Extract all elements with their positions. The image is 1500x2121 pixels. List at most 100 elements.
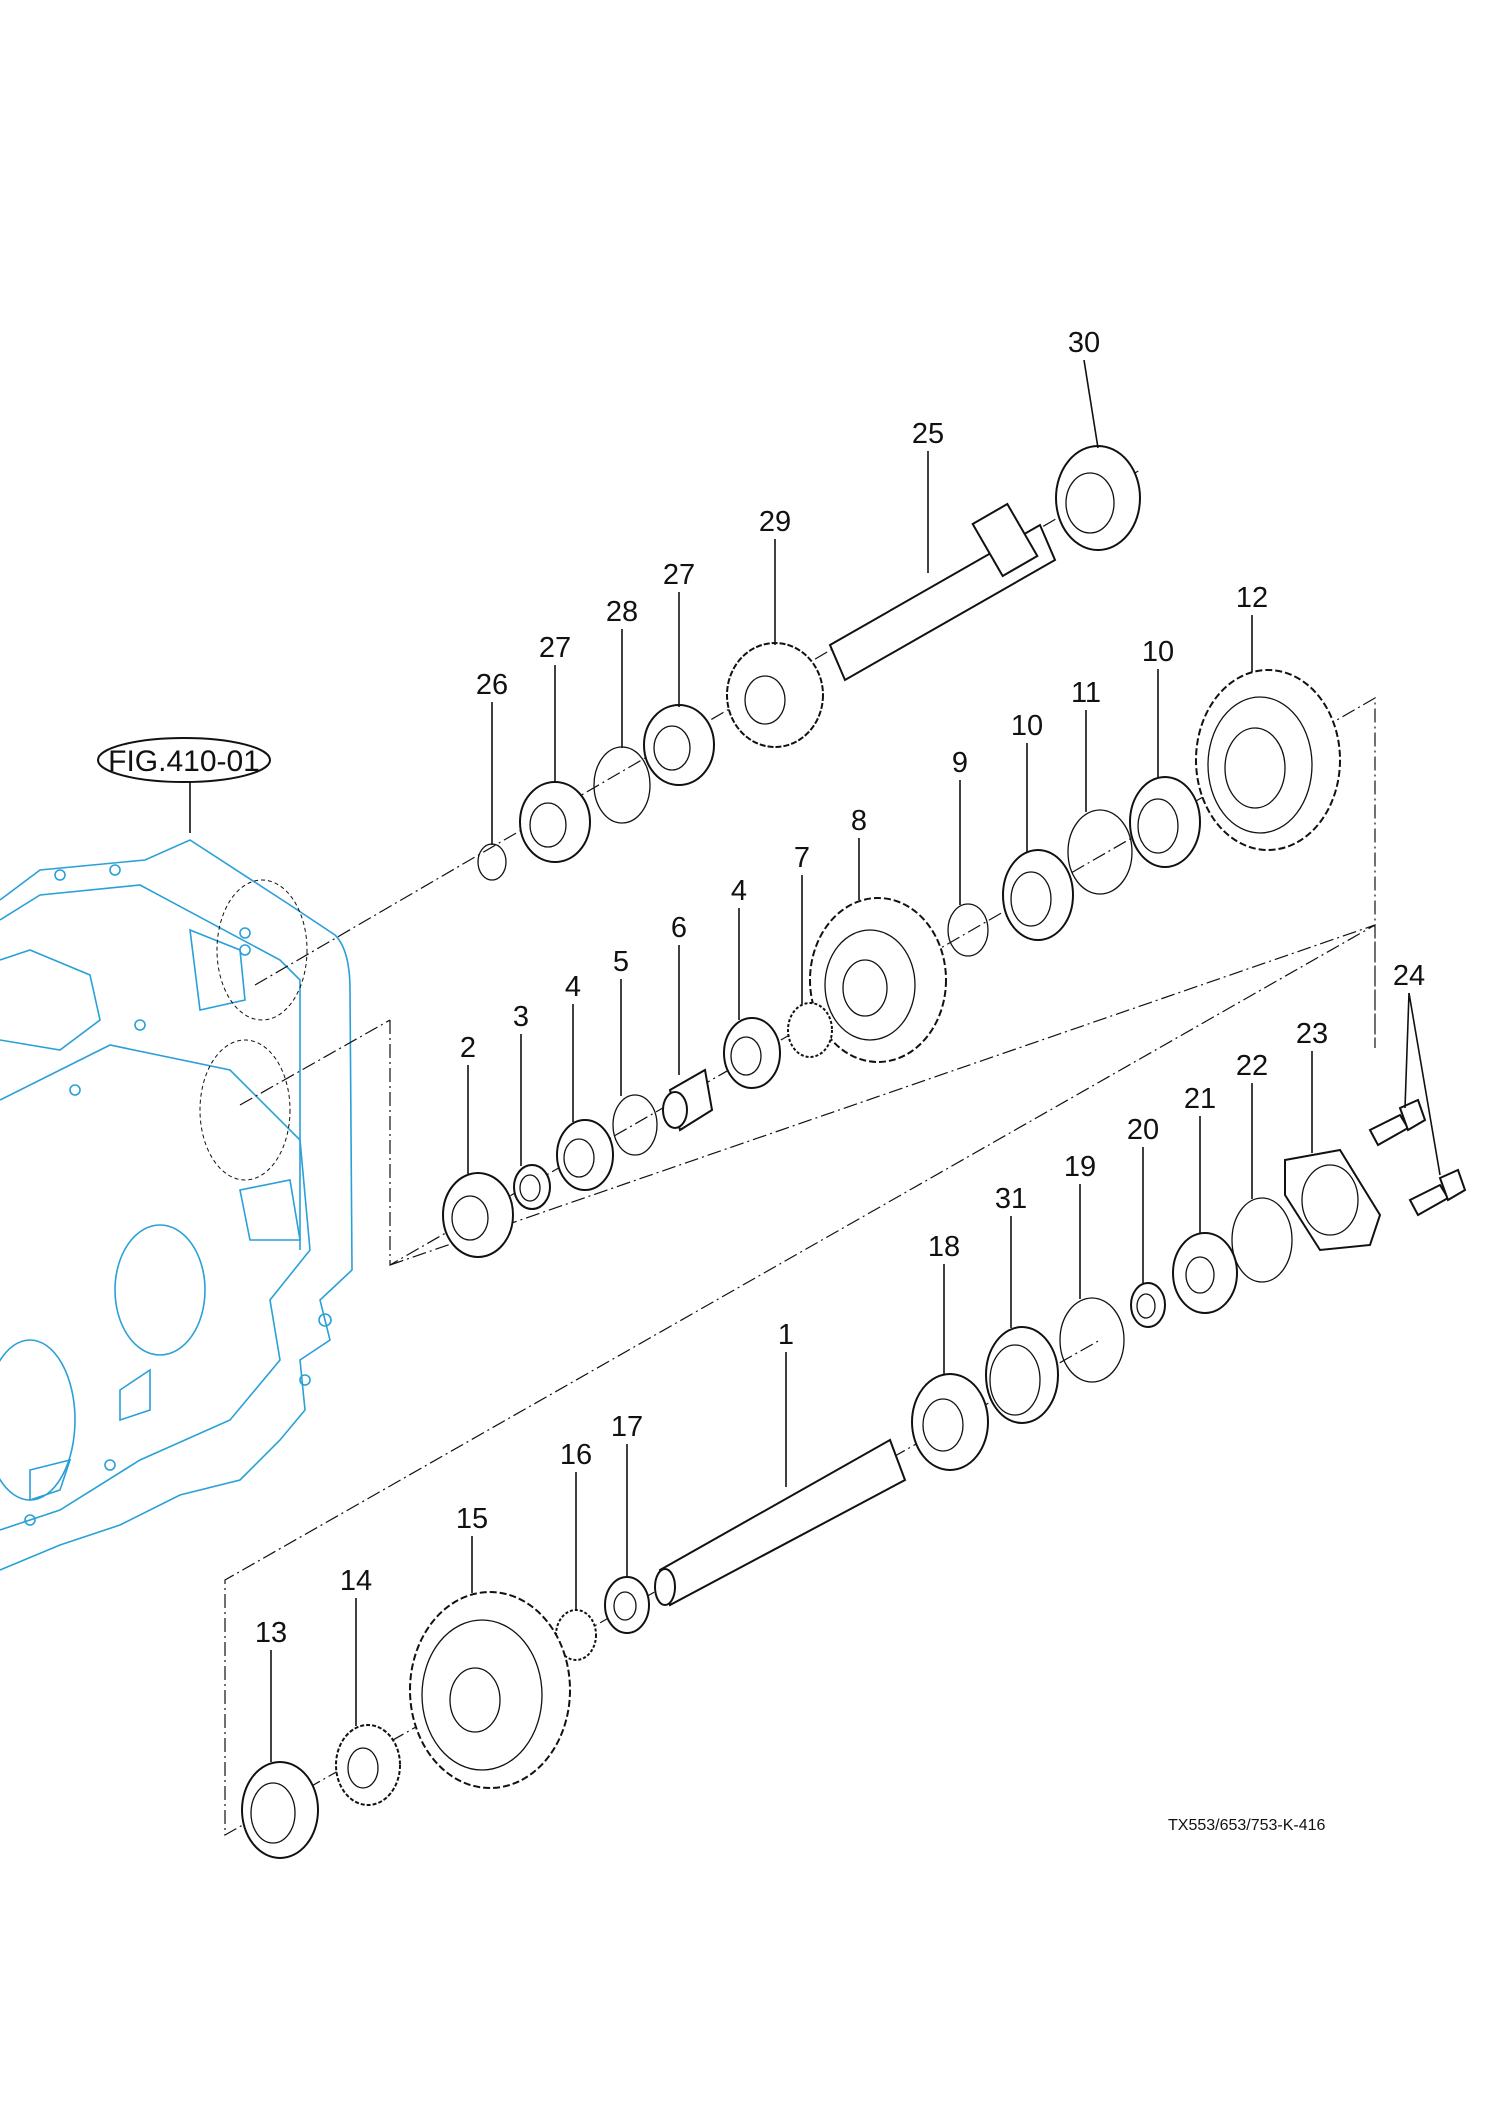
callout-3[interactable]: 3	[513, 1001, 529, 1166]
collar-13[interactable]	[241, 1761, 319, 1859]
callout-number: 9	[952, 747, 968, 779]
snap-ring-11[interactable]	[1067, 809, 1133, 895]
parts	[241, 445, 1467, 1859]
callout-27[interactable]: 27	[539, 632, 571, 783]
callout-24[interactable]: 24	[1393, 960, 1441, 1176]
bolt-24-upper[interactable]	[1368, 1098, 1427, 1147]
bearing-18[interactable]	[911, 1373, 989, 1471]
transmission-housing	[0, 839, 353, 1571]
gear-12[interactable]	[1195, 669, 1341, 851]
callout-4[interactable]: 4	[565, 971, 581, 1122]
callout-number: 6	[671, 912, 687, 944]
cover-23[interactable]	[1284, 1148, 1382, 1252]
callout-6[interactable]: 6	[671, 912, 687, 1075]
figure-reference-label: FIG.410-01	[108, 745, 260, 778]
callout-number: 10	[1142, 636, 1174, 668]
callout-number: 23	[1296, 1018, 1328, 1050]
callout-number: 31	[995, 1183, 1027, 1215]
snap-ring-19[interactable]	[1059, 1297, 1125, 1383]
bearing-2[interactable]	[442, 1172, 514, 1258]
snap-ring-9[interactable]	[947, 903, 989, 957]
callout-18[interactable]: 18	[928, 1231, 960, 1374]
shaft-25[interactable]	[828, 502, 1057, 682]
gear-29[interactable]	[726, 642, 824, 748]
o-ring-22[interactable]	[1231, 1197, 1293, 1283]
callout-number: 27	[663, 559, 695, 591]
callout-number: 10	[1011, 710, 1043, 742]
snap-ring-28[interactable]	[593, 746, 651, 824]
callout-number: 16	[560, 1439, 592, 1471]
callout-29[interactable]: 29	[759, 506, 791, 645]
drawing-code: TX553/653/753-K-416	[1168, 1817, 1326, 1834]
bolt-24-lower[interactable]	[1408, 1168, 1467, 1217]
callout-4[interactable]: 4	[731, 875, 747, 1020]
callout-16[interactable]: 16	[560, 1439, 592, 1610]
callout-13[interactable]: 13	[255, 1617, 287, 1762]
callout-31[interactable]: 31	[995, 1183, 1027, 1328]
callout-number: 4	[731, 875, 747, 907]
callout-7[interactable]: 7	[794, 842, 810, 1004]
callout-15[interactable]: 15	[456, 1503, 488, 1593]
callout-number: 8	[851, 805, 867, 837]
callout-22[interactable]: 22	[1236, 1050, 1268, 1199]
snap-ring-5[interactable]	[612, 1094, 658, 1156]
bearing-27-upper[interactable]	[643, 704, 715, 786]
callout-5[interactable]: 5	[613, 946, 629, 1096]
callout-number: 27	[539, 632, 571, 664]
callout-number: 13	[255, 1617, 287, 1649]
callout-17[interactable]: 17	[611, 1411, 643, 1577]
callout-9[interactable]: 9	[952, 747, 968, 905]
bearing-4-right[interactable]	[723, 1017, 781, 1089]
callout-number: 5	[613, 946, 629, 978]
seal-21[interactable]	[1172, 1232, 1238, 1314]
callout-14[interactable]: 14	[340, 1565, 372, 1726]
callout-number: 29	[759, 506, 791, 538]
callout-27[interactable]: 27	[663, 559, 695, 707]
callout-20[interactable]: 20	[1127, 1114, 1159, 1283]
callout-10[interactable]: 10	[1142, 636, 1174, 778]
callout-number: 4	[565, 971, 581, 1003]
washer-17[interactable]	[604, 1576, 650, 1634]
callout-number: 18	[928, 1231, 960, 1263]
gear-15[interactable]	[409, 1591, 571, 1789]
bearing-30[interactable]	[1055, 445, 1141, 551]
collar-3[interactable]	[513, 1164, 551, 1210]
callout-number: 24	[1393, 960, 1425, 992]
callout-25[interactable]: 25	[912, 418, 944, 573]
callout-number: 3	[513, 1001, 529, 1033]
callout-10[interactable]: 10	[1011, 710, 1043, 852]
gear-8[interactable]	[809, 897, 947, 1063]
callout-23[interactable]: 23	[1296, 1018, 1328, 1153]
callout-1[interactable]: 1	[778, 1319, 794, 1487]
callout-26[interactable]: 26	[476, 669, 508, 845]
sleeve-31[interactable]	[985, 1326, 1059, 1424]
needle-bearing-7[interactable]	[787, 1002, 833, 1058]
callout-2[interactable]: 2	[460, 1032, 476, 1174]
callout-11[interactable]: 11	[1071, 677, 1101, 812]
bearing-10-left[interactable]	[1002, 849, 1074, 941]
callout-number: 17	[611, 1411, 643, 1443]
callout-12[interactable]: 12	[1236, 582, 1268, 672]
callout-30[interactable]: 30	[1068, 327, 1100, 449]
callout-21[interactable]: 21	[1184, 1083, 1216, 1233]
callout-number: 28	[606, 596, 638, 628]
callout-number: 11	[1071, 677, 1101, 709]
callout-number: 14	[340, 1565, 372, 1597]
callout-number: 2	[460, 1032, 476, 1064]
bearing-4-left[interactable]	[556, 1119, 614, 1191]
bearing-10-right[interactable]	[1129, 776, 1201, 868]
bearing-27-lower[interactable]	[519, 781, 591, 863]
leader-line	[1408, 992, 1441, 1176]
shaft-1[interactable]	[654, 1438, 907, 1607]
callout-19[interactable]: 19	[1064, 1151, 1096, 1299]
callout-8[interactable]: 8	[851, 805, 867, 900]
hub-14[interactable]	[335, 1724, 401, 1806]
collar-6[interactable]	[662, 1068, 714, 1132]
callout-28[interactable]: 28	[606, 596, 638, 748]
callout-number: 26	[476, 669, 508, 701]
figure-reference-callout[interactable]: FIG.410-01	[97, 737, 271, 833]
callout-number: 1	[778, 1319, 794, 1351]
collar-20[interactable]	[1130, 1282, 1166, 1328]
snap-ring-26[interactable]	[477, 843, 507, 881]
callout-number: 21	[1184, 1083, 1216, 1115]
